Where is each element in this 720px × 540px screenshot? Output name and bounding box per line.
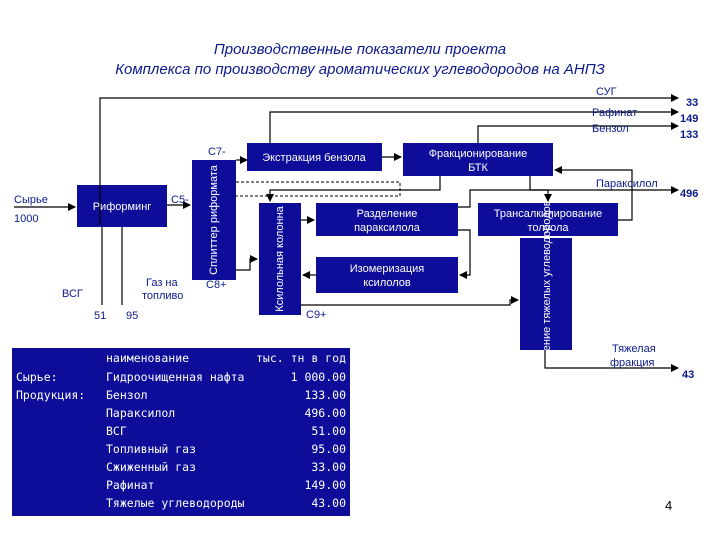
paraxylene-value: 496: [680, 188, 698, 200]
heavy-fraction-value: 43: [682, 369, 694, 381]
page-number: 4: [665, 498, 673, 513]
c9-label: C9+: [306, 309, 327, 321]
transalkylation-unit: Трансалкилирование толуола: [478, 203, 618, 236]
row-value: 496.00: [304, 406, 346, 420]
row-value: 51.00: [311, 424, 346, 438]
xylene-column-unit: Ксилольная колонна: [259, 203, 301, 315]
table-row: Параксилол 496.00: [12, 406, 350, 424]
xylene-column-label: Ксилольная колонна: [274, 205, 286, 311]
riforming-unit: Риформинг: [77, 185, 167, 227]
header-name: наименование: [106, 351, 190, 365]
paraxylene-label: Параксилол: [596, 178, 658, 190]
table-row: Тяжелые углеводороды 43.00: [12, 496, 350, 514]
row-value: 133.00: [304, 388, 346, 402]
table-row: Сырье: Гидроочищенная нафта 1 000.00: [12, 370, 350, 388]
table-row: ВСГ 51.00: [12, 424, 350, 442]
table-row: Рафинат 149.00: [12, 478, 350, 496]
row-name: ВСГ: [106, 424, 127, 438]
table-row: Топливный газ 95.00: [12, 442, 350, 460]
row-value: 149.00: [304, 478, 346, 492]
row-name: Параксилол: [106, 406, 176, 420]
row-category: Продукция:: [16, 388, 86, 402]
isomerization-label-2: ксилолов: [363, 277, 411, 289]
header-unit: тыс. тн в год: [255, 351, 346, 365]
row-name: Сжиженный газ: [106, 460, 197, 474]
benzene-value: 133: [680, 129, 698, 141]
title-line-2: Комплекса по производству ароматических …: [115, 61, 605, 78]
raffinate-label: Рафинат: [592, 107, 637, 119]
fractionation-unit: Фракционирование БТК: [403, 143, 553, 176]
paraxylene-separation-unit: Разделение параксилола: [316, 203, 458, 236]
row-value: 33.00: [311, 460, 346, 474]
flow-lines: [14, 94, 679, 372]
row-name: Рафинат: [106, 478, 155, 492]
table-row: Продукция: Бензол 133.00: [12, 388, 350, 406]
row-value: 1 000.00: [290, 370, 346, 384]
isomerization-label-1: Изомеризация: [350, 263, 424, 275]
heavy-fraction-label-1: Тяжелая: [612, 343, 656, 355]
fractionation-label-2: БТК: [468, 162, 488, 174]
c5-label: C5-: [171, 194, 189, 206]
fuel-gas-value: 95: [126, 310, 138, 322]
riforming-label: Риформинг: [93, 201, 152, 213]
benzene-label: Бензол: [592, 123, 629, 135]
raffinate-value: 149: [680, 113, 698, 125]
production-table: наименование тыс. тн в год Сырье: Гидроо…: [12, 348, 350, 516]
table-row: Сжиженный газ 33.00: [12, 460, 350, 478]
btx-boundary: [232, 181, 401, 197]
row-value: 95.00: [311, 442, 346, 456]
lpg-label: СУГ: [596, 86, 617, 98]
row-name: Тяжелые углеводороды: [106, 496, 245, 510]
isomerization-unit: Изомеризация ксилолов: [316, 257, 458, 293]
heavy-fraction-label-2: фракция: [610, 357, 655, 369]
fuel-gas-label-2: топливо: [142, 290, 183, 302]
splitter-label: Сплиттер риформата: [208, 164, 220, 275]
feed-label: Сырье: [14, 194, 48, 206]
heavy-separation-unit: Разделение тяжелых углеводородов: [520, 200, 572, 388]
vsg-value: 51: [94, 310, 106, 322]
row-category: Сырье:: [16, 370, 58, 384]
row-name: Топливный газ: [106, 442, 197, 456]
paraxylene-sep-label-2: параксилола: [354, 222, 421, 234]
heavy-separation-label: Разделение тяжелых углеводородов: [541, 200, 553, 387]
extraction-unit: Экстракция бензола: [247, 143, 382, 171]
paraxylene-sep-label-1: Разделение: [357, 208, 418, 220]
extraction-label: Экстракция бензола: [262, 152, 366, 164]
splitter-unit: Сплиттер риформата: [192, 160, 236, 280]
fractionation-label-1: Фракционирование: [429, 148, 528, 160]
transalkylation-label-2: толуола: [528, 222, 570, 234]
feed-value: 1000: [14, 213, 38, 225]
c7-label: C7-: [208, 146, 226, 158]
row-name: Бензол: [106, 388, 148, 402]
transalkylation-label-1: Трансалкилирование: [494, 208, 602, 220]
c8-label: C8+: [206, 279, 227, 291]
lpg-value: 33: [686, 97, 698, 109]
row-name: Гидроочищенная нафта: [106, 370, 245, 384]
vsg-label: ВСГ: [62, 288, 83, 300]
table-header-row: наименование тыс. тн в год: [12, 351, 350, 369]
title-line-1: Производственные показатели проекта: [213, 41, 507, 58]
row-value: 43.00: [311, 496, 346, 510]
fuel-gas-label-1: Газ на: [146, 277, 179, 289]
